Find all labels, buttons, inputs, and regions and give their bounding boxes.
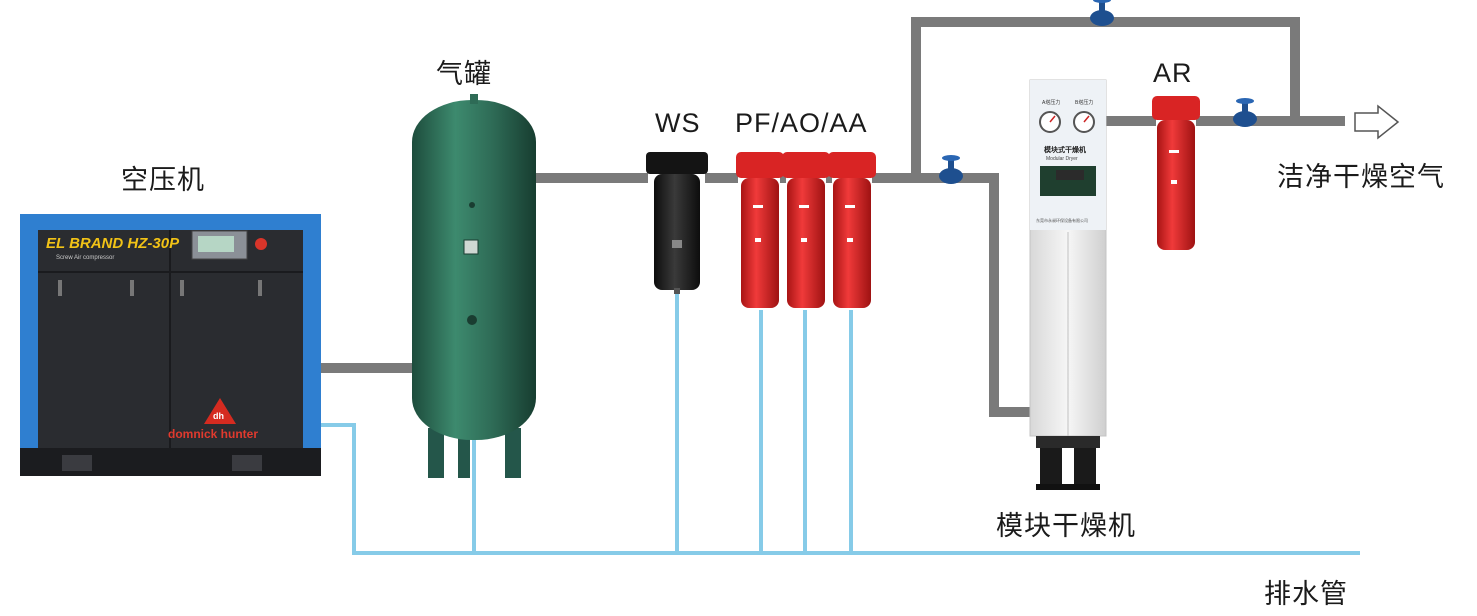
compressor-brand: domnick hunter [168, 427, 258, 441]
filter-ao [782, 152, 830, 308]
label-clean-air: 洁净干燥空气 [1277, 162, 1445, 193]
gauge-left-label: A塔压力 [1042, 99, 1060, 106]
valve-icon [1090, 0, 1114, 26]
label-dryer: 模块干燥机 [996, 511, 1136, 542]
label-ws: WS [655, 108, 701, 138]
label-ar: AR [1153, 58, 1193, 88]
dryer-company: 东莞市永昶环保设备有限公司 [1036, 217, 1088, 223]
pressure-gauge-icon [1073, 111, 1095, 133]
label-compressor: 空压机 [121, 165, 205, 196]
modular-dryer: A塔压力 B塔压力 模块式干燥机 Modular Dryer 东莞市永昶环保设备… [1029, 79, 1107, 490]
compressor-subtitle: Screw Air compressor [56, 255, 114, 261]
water-separator [646, 152, 708, 294]
label-filters: PF/AO/AA [735, 108, 868, 138]
brand-logo-text: dh [213, 411, 224, 421]
outlet-arrow-icon [1354, 104, 1400, 140]
compressor-model: EL BRAND HZ-30P [46, 235, 180, 252]
pressure-gauge-icon [1039, 111, 1061, 133]
drain-pipes [318, 290, 1360, 555]
filter-ar [1152, 96, 1200, 250]
brand-logo-icon [204, 398, 236, 424]
label-tank: 气罐 [436, 59, 492, 90]
filter-aa [828, 152, 876, 308]
dryer-title: 模块式干燥机 [1044, 145, 1086, 154]
dryer-subtitle: Modular Dryer [1046, 156, 1078, 162]
filter-pf [736, 152, 784, 308]
valve-icon [1233, 98, 1257, 127]
label-drain: 排水管 [1264, 579, 1348, 610]
air-compressor: EL BRAND HZ-30P Screw Air compressor dh … [20, 214, 321, 476]
air-tank [412, 94, 536, 478]
gauge-right-label: B塔压力 [1075, 99, 1093, 106]
valve-icon [939, 155, 963, 184]
